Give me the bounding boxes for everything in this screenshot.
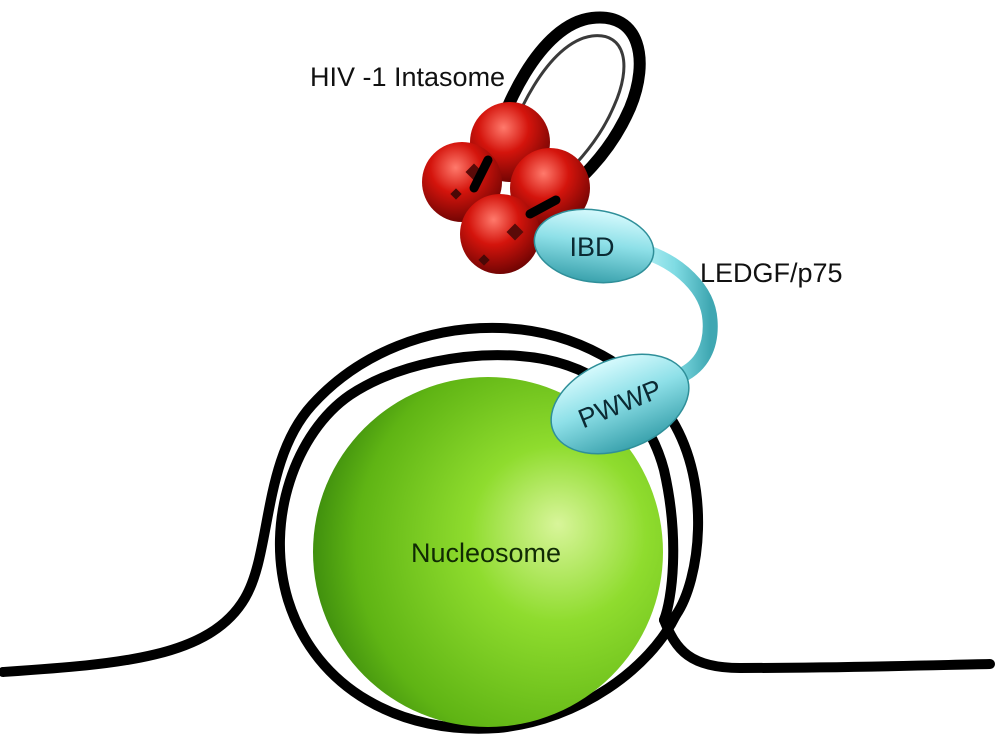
intasome-label: HIV -1 Intasome	[310, 62, 505, 92]
ibd-domain: IBD	[533, 208, 655, 284]
nucleosome-label: Nucleosome	[411, 538, 561, 568]
pwwp-domain: PWWP	[550, 353, 690, 455]
active-site-marker	[478, 254, 490, 266]
dna-left-segment	[0, 322, 704, 677]
dna-right-segment	[659, 615, 995, 674]
ledgf-label: LEDGF/p75	[700, 258, 843, 288]
viral-dna-loop	[482, 11, 646, 218]
ledgf-linker	[632, 242, 718, 384]
dna-inner-loop	[274, 350, 681, 734]
viral-dna-end-right	[525, 195, 561, 219]
dna-strand	[0, 322, 995, 734]
active-site-marker	[506, 223, 524, 241]
active-site-marker	[450, 188, 462, 200]
ibd-label: IBD	[569, 232, 614, 262]
integrase-subunit-front	[460, 194, 540, 274]
viral-dna-end-left	[469, 155, 493, 193]
nucleosome-sphere	[313, 377, 663, 727]
viral-dna-loop-inner	[498, 34, 626, 200]
